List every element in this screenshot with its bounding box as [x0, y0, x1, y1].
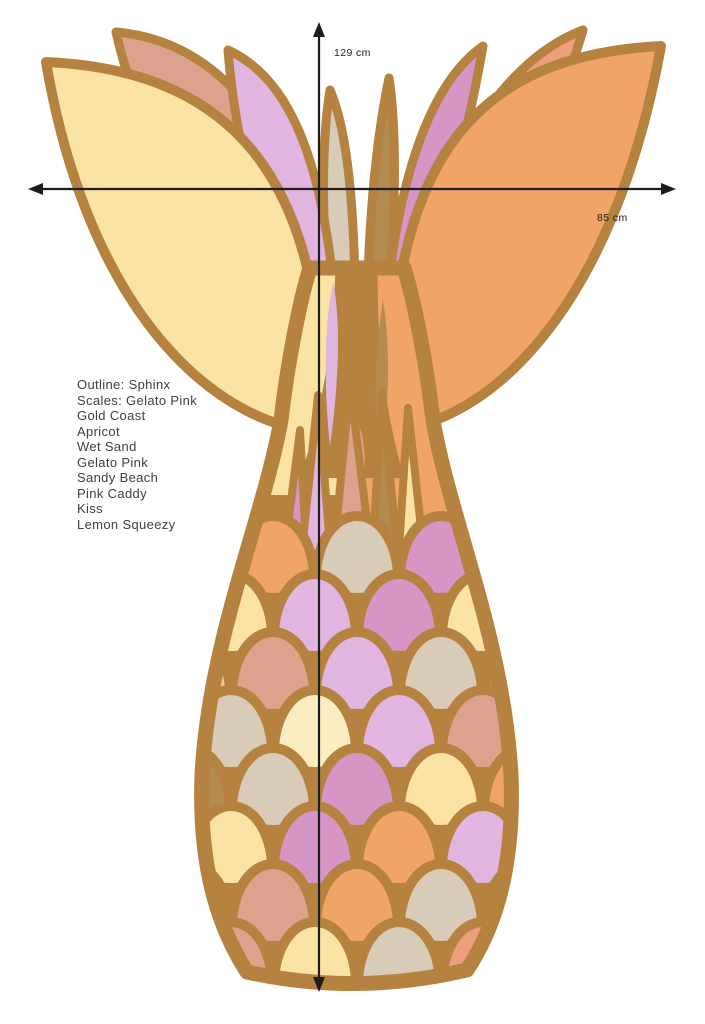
legend-line-color: Gold Coast: [77, 408, 146, 423]
legend-line-scales: Scales: Gelato Pink: [77, 392, 198, 408]
legend-line-color: Lemon Squeezy: [77, 516, 176, 532]
legend-line-color: Pink Caddy: [77, 485, 147, 501]
legend-line-color: Kiss: [77, 501, 103, 516]
legend-line-color: Sandy Beach: [77, 470, 159, 485]
legend-line-color: Wet Sand: [77, 439, 137, 454]
width-dimension-label: 85 cm: [597, 212, 628, 224]
color-legend: Outline: Sphinx Scales: Gelato Pink Gold…: [77, 377, 197, 532]
height-dimension-label: 129 cm: [334, 47, 371, 59]
legend-line-color: Apricot: [77, 423, 120, 439]
dimension-lines: [28, 22, 676, 992]
legend-line-outline: Outline: Sphinx: [77, 377, 171, 392]
legend-line-color: Gelato Pink: [77, 454, 149, 470]
